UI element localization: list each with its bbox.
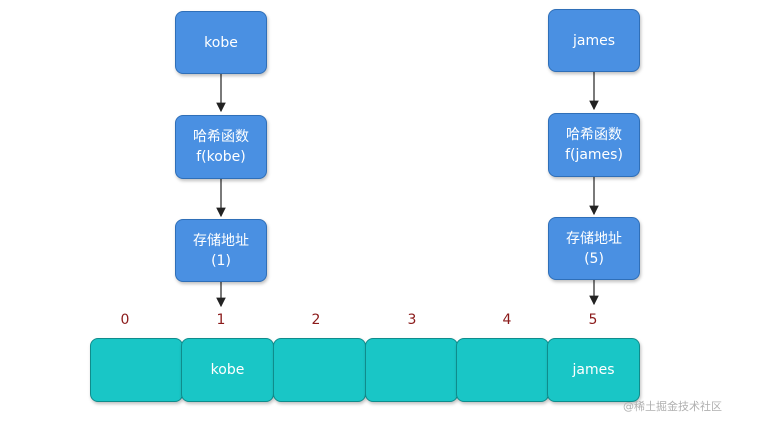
address-title: 存储地址 [193,232,249,249]
array-cell-1: kobe [181,338,274,402]
address-title: 存储地址 [566,230,622,247]
array-cell-0 [90,338,183,402]
key-node-james: james [548,9,640,72]
key-label: kobe [204,34,238,51]
array-index-3: 3 [407,312,417,328]
address-value: (5) [584,250,604,267]
array-index-2: 2 [311,312,321,328]
array-index-5: 5 [588,312,598,328]
hash-expr: f(kobe) [196,149,246,165]
address-node-right: 存储地址 (5) [548,217,640,280]
array-cell-4 [456,338,549,402]
hash-node-right: 哈希函数 f(james) [548,113,640,177]
hash-expr: f(james) [565,147,623,163]
address-node-left: 存储地址 (1) [175,219,267,282]
array-index-1: 1 [216,312,226,328]
watermark: @稀土掘金技术社区 [623,400,722,413]
hash-node-left: 哈希函数 f(kobe) [175,115,267,179]
array-cell-2 [273,338,366,402]
key-label: james [572,32,615,49]
hash-title: 哈希函数 [193,129,249,145]
hash-title: 哈希函数 [566,127,622,143]
key-node-kobe: kobe [175,11,267,74]
array-index-4: 4 [502,312,512,328]
array-cell-5: james [547,338,640,402]
array-cell-3 [365,338,458,402]
address-value: (1) [211,252,231,269]
array-index-0: 0 [120,312,130,328]
